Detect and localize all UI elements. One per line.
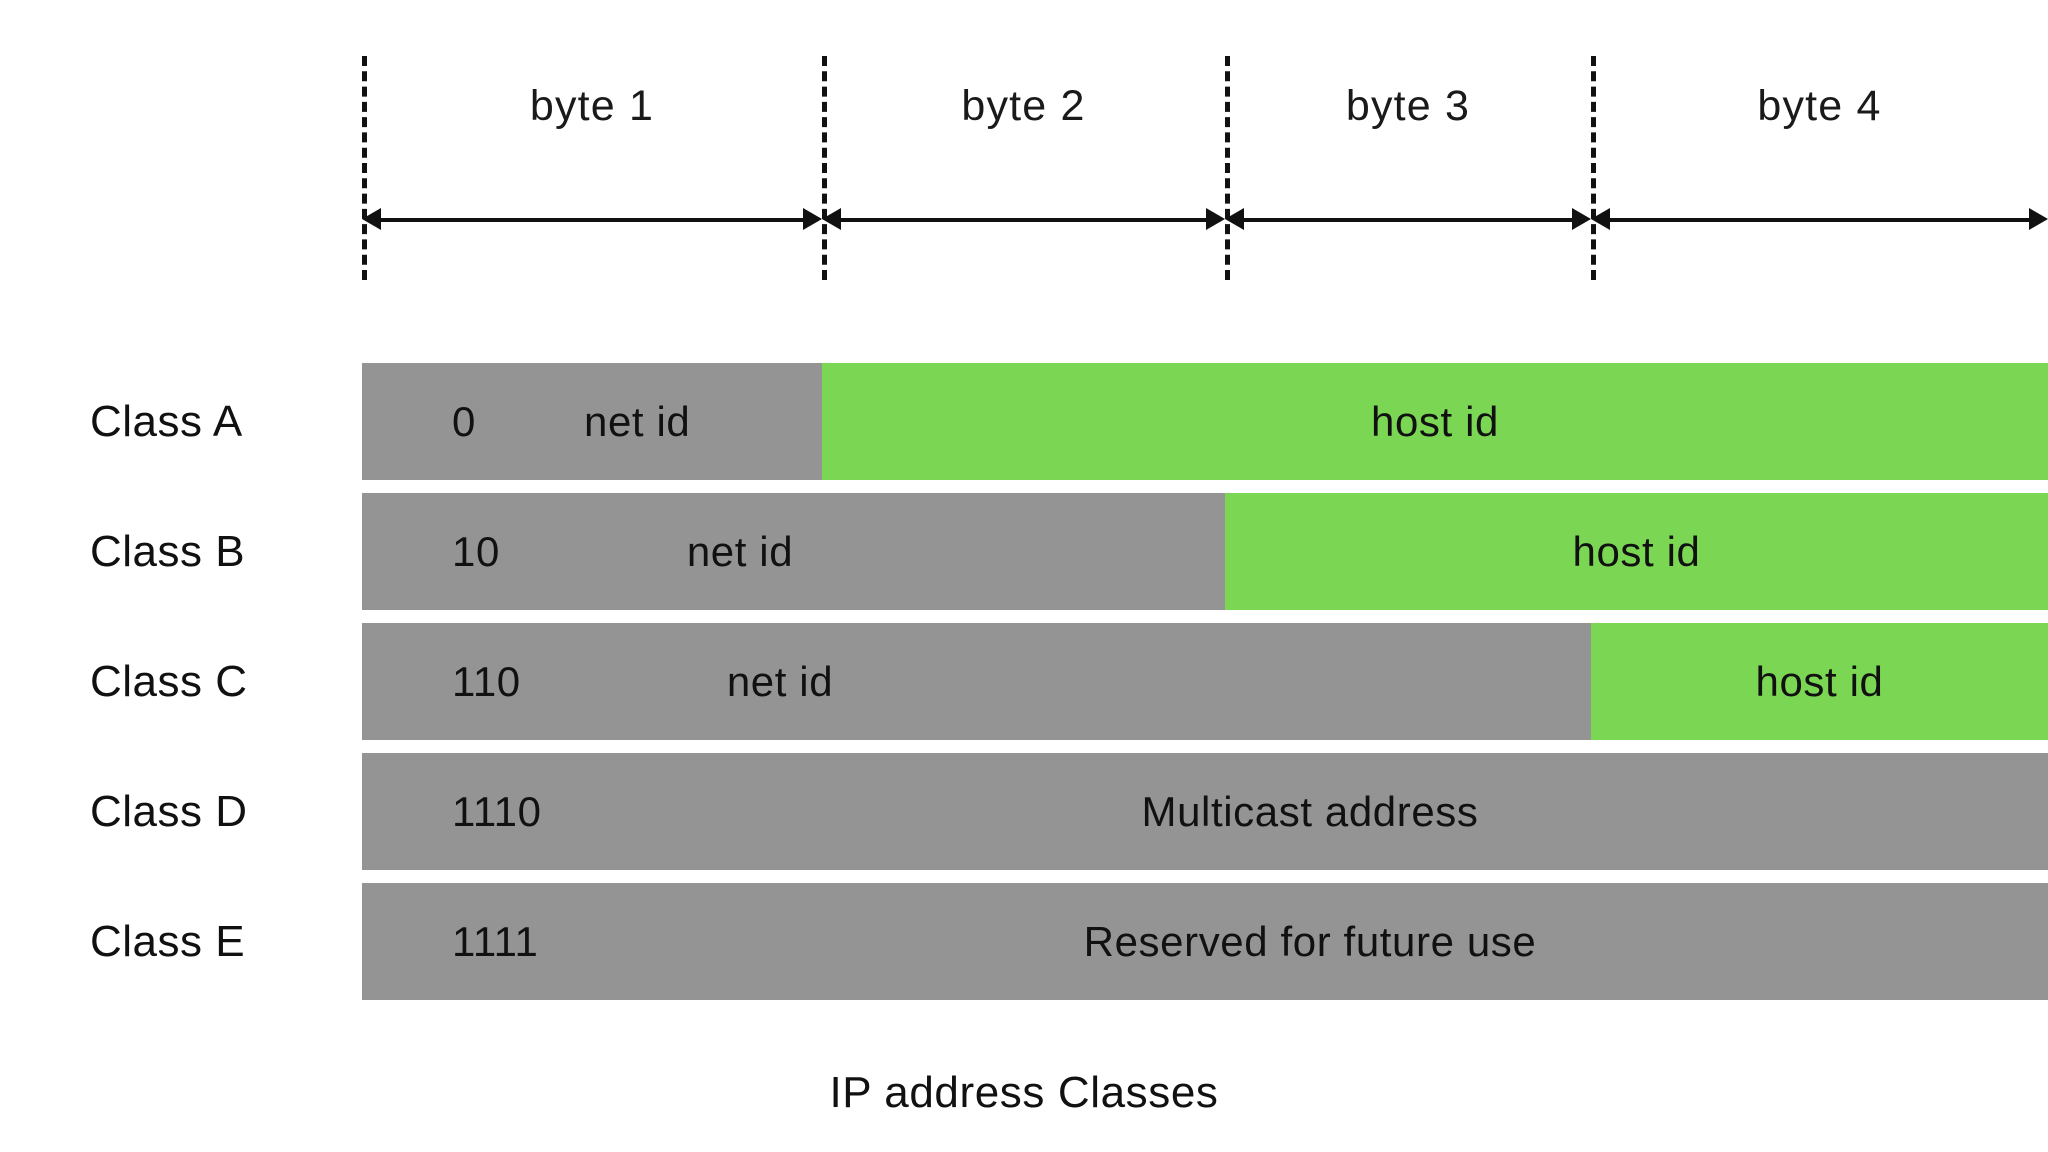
net-id-bar-c: [362, 623, 1591, 740]
arrow-head-left-icon: [1591, 208, 1610, 230]
net-id-text-a: net id: [584, 398, 691, 445]
class-row-e: Class E 1111 Reserved for future use: [0, 883, 2048, 1000]
host-id-text-b: host id: [1572, 528, 1701, 575]
net-id-bar-d: [362, 753, 2048, 870]
arrow-head-left-icon: [1225, 208, 1244, 230]
byte-boundary-tick-0: [362, 56, 367, 280]
multicast-text-d: Multicast address: [1141, 788, 1479, 835]
byte-label-2: byte 2: [961, 82, 1086, 130]
host-id-bar-b: [1225, 493, 2048, 610]
prefix-bits-b: 10: [452, 528, 500, 575]
byte-label-1: byte 1: [529, 82, 655, 130]
arrow-head-left-icon: [362, 208, 381, 230]
byte-span-arrow-3: [1225, 208, 1591, 230]
host-id-text-c: host id: [1755, 658, 1884, 705]
net-id-text-c: net id: [726, 658, 834, 705]
net-id-bar-e: [362, 883, 2048, 1000]
prefix-bits-e: 1111: [452, 918, 539, 965]
byte-span-arrow-2: [822, 208, 1225, 230]
class-label-e: Class E: [90, 917, 246, 966]
figure-caption: IP address Classes: [829, 1068, 1219, 1117]
prefix-bits-a: 0: [452, 398, 476, 445]
host-id-text-a: host id: [1371, 398, 1499, 445]
class-label-c: Class C: [90, 657, 248, 706]
class-label-b: Class B: [90, 527, 246, 576]
arrow-head-right-icon: [1572, 208, 1591, 230]
byte-label-4: byte 4: [1757, 82, 1882, 130]
class-label-d: Class D: [90, 787, 248, 836]
arrow-head-right-icon: [2029, 208, 2048, 230]
arrow-shaft: [376, 218, 808, 222]
arrow-head-left-icon: [822, 208, 841, 230]
net-id-bar-a: [362, 363, 822, 480]
byte-span-arrow-4: [1591, 208, 2048, 230]
reserved-text-e: Reserved for future use: [1083, 918, 1537, 965]
arrow-head-right-icon: [803, 208, 822, 230]
byte-span-arrow-1: [362, 208, 822, 230]
host-id-bar-c: [1591, 623, 2048, 740]
net-id-bar-b: [362, 493, 1225, 610]
byte-boundary-tick-1: [822, 56, 827, 280]
net-id-text-b: net id: [686, 528, 794, 575]
byte-label-3: byte 3: [1345, 82, 1471, 130]
host-id-bar-a: [822, 363, 2048, 480]
prefix-bits-d: 1110: [452, 788, 542, 835]
arrow-shaft: [1239, 218, 1577, 222]
arrow-head-right-icon: [1206, 208, 1225, 230]
prefix-bits-c: 110: [452, 658, 521, 705]
arrow-shaft: [836, 218, 1211, 222]
class-row-d: Class D 1110 Multicast address: [0, 753, 2048, 870]
arrow-shaft: [1605, 218, 2034, 222]
byte-boundary-tick-2: [1225, 56, 1230, 280]
class-label-a: Class A: [90, 397, 243, 446]
byte-boundary-tick-3: [1591, 56, 1596, 280]
class-row-c: Class C 110 net id host id: [0, 623, 2048, 740]
class-row-a: Class A 0 net id host id: [0, 363, 2048, 480]
class-row-b: Class B 10 net id host id: [0, 493, 2048, 610]
